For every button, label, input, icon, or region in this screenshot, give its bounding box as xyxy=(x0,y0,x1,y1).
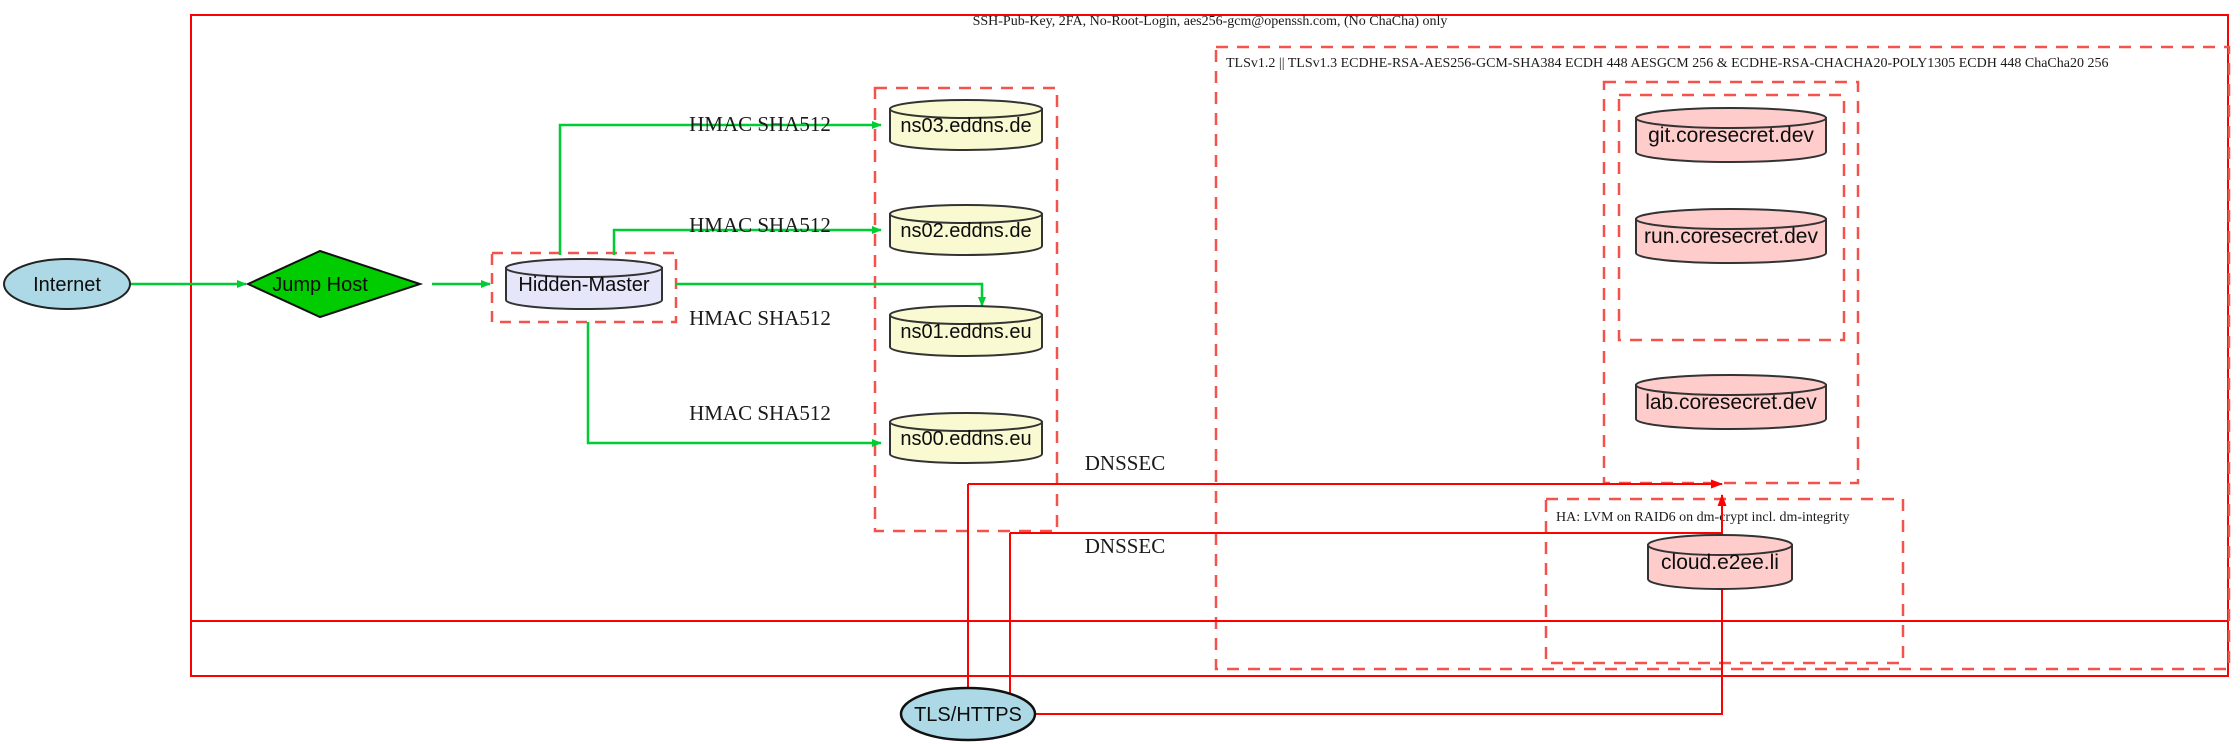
node-hidden-master[interactable]: Hidden-Master xyxy=(505,258,663,310)
edge-label-dnssec-lower: DNSSEC xyxy=(1085,534,1166,558)
node-ns02-label: ns02.eddns.de xyxy=(900,220,1031,242)
node-ns03-label: ns03.eddns.de xyxy=(900,115,1031,137)
edge-label-hmac-ns01: HMAC SHA512 xyxy=(689,306,831,330)
edge-hiddenmaster-to-ns01 xyxy=(676,282,986,307)
node-cloud-label: cloud.e2ee.li xyxy=(1661,551,1779,574)
tls-boundary-box xyxy=(1214,45,2231,671)
node-jump-host-label: Jump Host xyxy=(272,274,368,296)
edge-label-dnssec-upper: DNSSEC xyxy=(1085,451,1166,475)
node-ns02[interactable]: ns02.eddns.de xyxy=(889,204,1043,256)
node-cloud-e2ee[interactable]: cloud.e2ee.li xyxy=(1647,534,1793,590)
node-ns00[interactable]: ns00.eddns.eu xyxy=(889,412,1043,464)
node-internet[interactable]: Internet xyxy=(3,258,131,310)
node-lab-label: lab.coresecret.dev xyxy=(1645,391,1817,414)
node-tls-https-label: TLS/HTTPS xyxy=(914,704,1022,726)
node-jump-host[interactable]: Jump Host xyxy=(245,249,424,319)
edge-hiddenmaster-to-ns03 xyxy=(558,121,882,255)
node-run-coresecret[interactable]: run.coresecret.dev xyxy=(1635,208,1827,264)
node-git-label: git.coresecret.dev xyxy=(1648,124,1814,147)
hidden-master-cluster-box xyxy=(490,251,678,324)
ssh-boundary-box xyxy=(190,14,2229,677)
node-git-coresecret[interactable]: git.coresecret.dev xyxy=(1635,107,1827,163)
edge-label-hmac-ns03: HMAC SHA512 xyxy=(689,112,831,136)
dns-cluster-box xyxy=(873,86,1059,533)
coresecret-inner-box xyxy=(1617,93,1846,342)
node-ns01[interactable]: ns01.eddns.eu xyxy=(889,305,1043,357)
edge-hiddenmaster-to-ns02 xyxy=(612,226,882,255)
node-run-label: run.coresecret.dev xyxy=(1644,225,1818,248)
ha-policy-label: HA: LVM on RAID6 on dm-crypt incl. dm-in… xyxy=(1556,510,1849,525)
ssh-policy-label: SSH-Pub-Key, 2FA, No-Root-Login, aes256-… xyxy=(973,14,1448,29)
edge-label-hmac-ns02: HMAC SHA512 xyxy=(689,213,831,237)
edge-tlshttps-to-services xyxy=(1035,577,1727,715)
edge-label-hmac-ns00: HMAC SHA512 xyxy=(689,401,831,425)
tls-policy-label: TLSv1.2 || TLSv1.3 ECDHE-RSA-AES256-GCM-… xyxy=(1226,56,2108,71)
edge-hiddenmaster-to-ns00 xyxy=(586,322,882,447)
coresecret-cluster-box xyxy=(1602,80,1860,485)
node-lab-coresecret[interactable]: lab.coresecret.dev xyxy=(1635,374,1827,430)
node-ns01-label: ns01.eddns.eu xyxy=(900,321,1031,343)
node-tls-https[interactable]: TLS/HTTPS xyxy=(899,686,1037,742)
node-ns00-label: ns00.eddns.eu xyxy=(900,428,1031,450)
node-internet-label: Internet xyxy=(33,274,101,296)
node-ns03[interactable]: ns03.eddns.de xyxy=(889,99,1043,151)
node-hidden-master-label: Hidden-Master xyxy=(518,274,650,296)
